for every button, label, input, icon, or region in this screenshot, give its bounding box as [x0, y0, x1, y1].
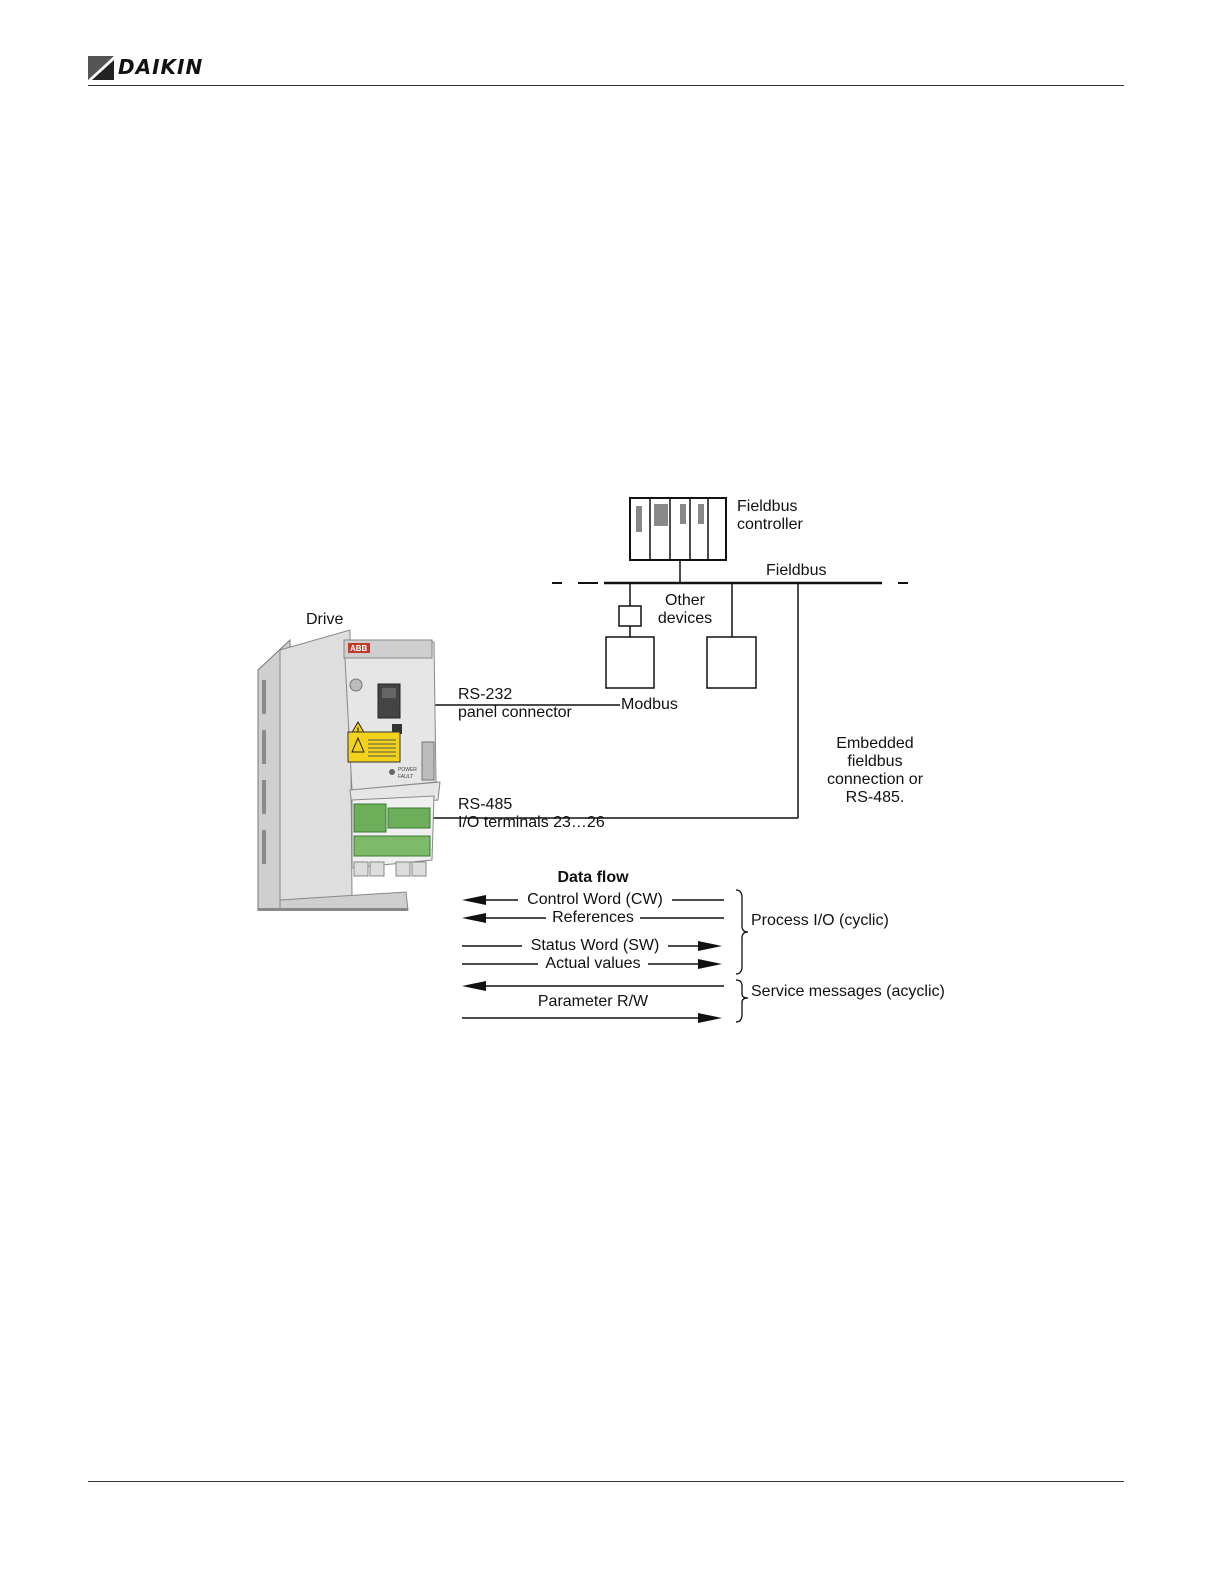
drive-brand-label: ABB [350, 644, 368, 653]
control-word-label: Control Word (CW) [527, 891, 663, 908]
service-messages-label: Service messages (acyclic) [751, 983, 945, 1000]
fault-label: FAULT [398, 774, 413, 780]
footer-rule [88, 1481, 1124, 1482]
drive-label: Drive [306, 611, 344, 628]
power-label: POWER [398, 767, 417, 773]
rs232-label: RS-232 panel connector [458, 686, 572, 721]
data-flow-braces [735, 889, 749, 1023]
fieldbus-line [552, 560, 908, 585]
references-label: References [552, 909, 634, 926]
drive-icon: ABB ! POWER FAULT [257, 629, 441, 911]
modbus-label: Modbus [621, 696, 678, 713]
diagram-graphics: ABB ! POWER FAULT [257, 497, 908, 1023]
daikin-logo-mark-icon [88, 56, 114, 80]
connection-lines [386, 583, 799, 819]
actual-values-label: Actual values [545, 955, 641, 972]
data-flow-title: Data flow [557, 869, 629, 886]
page-header: DAIKIN [88, 50, 1124, 86]
data-flow-arrows [462, 895, 724, 1023]
fieldbus-label: Fieldbus [766, 562, 827, 579]
rs485-label: RS-485 I/O terminals 23…26 [458, 796, 605, 831]
daikin-logo: DAIKIN [88, 52, 203, 82]
process-io-label: Process I/O (cyclic) [751, 912, 889, 929]
fieldbus-controller-icon [629, 497, 727, 561]
other-devices-label: Other devices [657, 592, 713, 627]
svg-text:!: ! [357, 726, 360, 736]
fieldbus-controller-label: Fieldbus controller [737, 498, 803, 533]
brand-name: DAIKIN [118, 55, 204, 79]
parameter-rw-label: Parameter R/W [537, 993, 649, 1010]
embedded-fieldbus-label: Embedded fieldbus connection or RS-485. [826, 735, 924, 806]
header-rule [88, 85, 1124, 86]
fieldbus-diagram: ABB ! POWER FAULT [240, 480, 1000, 1040]
other-devices-icons [605, 583, 757, 689]
status-word-label: Status Word (SW) [530, 937, 660, 954]
